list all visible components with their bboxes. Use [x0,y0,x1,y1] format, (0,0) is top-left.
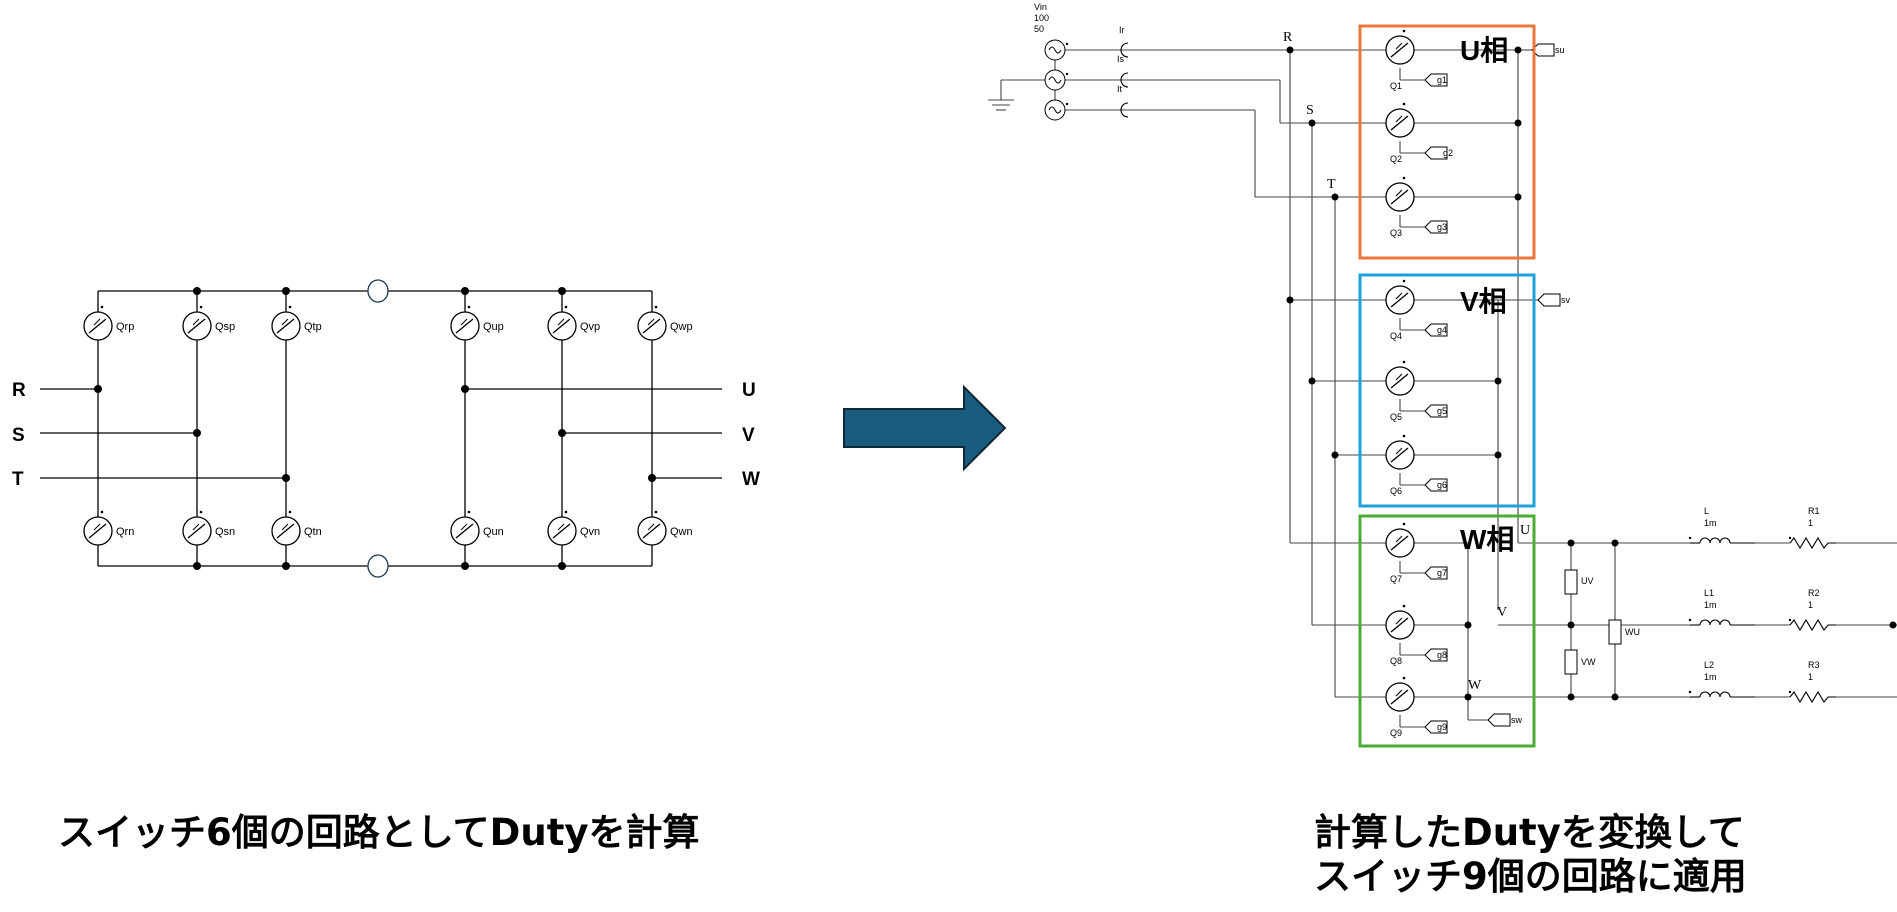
switch-label: Q2 [1390,154,1402,164]
switch-label: Q9 [1390,728,1402,738]
switch-label: Qsn [215,526,235,538]
inductor-value: 1m [1704,600,1717,610]
resistor-label: R3 [1808,660,1820,670]
ac-source-icon [1044,99,1066,121]
node-label-s: S [1306,103,1314,118]
switch-label: Q6 [1390,486,1402,496]
inductor-icons [1690,537,1755,698]
right-caption-line-1: 計算したDutyを変換して [1314,811,1745,854]
right-arrow-icon [843,384,1007,472]
switch-q3 [1385,176,1415,212]
input-label-t: T [12,469,24,490]
gate-tag-icons [1424,43,1561,734]
switch-label: Q4 [1390,331,1402,341]
switch-label: Qun [483,526,504,538]
switch-q9 [1385,676,1415,712]
gate-label: g5 [1437,406,1447,416]
switch-q5 [1385,360,1415,396]
resistor-value: 1 [1808,600,1813,610]
resistor-value: 1 [1808,672,1813,682]
resistor-icons [1789,536,1836,704]
switch-q8 [1385,604,1415,640]
switch-label: Qup [483,321,504,333]
switch-label: Qrn [116,526,134,538]
gate-label: g7 [1437,568,1447,578]
output-label-w: W [742,469,760,490]
gate-label: g9 [1437,722,1447,732]
switch-label: Q3 [1390,228,1402,238]
switch-q2 [1385,102,1415,138]
output-label-u: U [742,380,756,401]
six-switch-circuit [40,290,722,567]
node-label-w: W [1468,678,1482,693]
v-phase-label: V相 [1460,286,1507,317]
node-label-r: R [1283,30,1293,45]
input-label-s: S [12,425,25,446]
switch-label: Qwp [670,321,693,333]
node-label-u: U [1520,523,1530,538]
source-frequency: 50 [1034,24,1044,34]
u-phase-box [1358,24,1536,260]
gate-label: g1 [1437,75,1447,85]
inductor-value: 1m [1704,518,1717,528]
source-label: Vin [1034,2,1047,12]
probe-label-uv: UV [1581,576,1594,586]
ground-icon [988,99,1014,111]
gate-label: g3 [1437,222,1447,232]
resistor-value: 1 [1808,518,1813,528]
gate-label: g4 [1437,325,1447,335]
probe-label-ir: Ir [1119,25,1125,35]
ac-source-icon [1044,69,1066,91]
switch-label: Qvn [580,526,600,538]
bottom-rail-probe [367,554,389,578]
source-amplitude: 100 [1034,13,1049,23]
gate-label: g8 [1437,650,1447,660]
resistor-label: R1 [1808,506,1820,516]
inductor-value: 1m [1704,672,1717,682]
sense-label-sv: sv [1561,295,1571,305]
switch-label: Qrp [116,321,134,333]
switch-q4 [1385,279,1415,315]
top-rail-probe [367,279,389,303]
switch-label: Qwn [670,526,693,538]
switch-label: Qvp [580,321,600,333]
switch-label: Q5 [1390,412,1402,422]
switch-label: Qtp [304,321,322,333]
gate-label: g6 [1437,480,1447,490]
probe-label-is: Is [1117,54,1125,64]
u-phase-label: U相 [1460,35,1508,66]
ac-source-icon [1044,39,1066,61]
probe-label-wu: WU [1625,627,1640,637]
inductor-label: L [1704,506,1709,516]
probe-label-vw: VW [1581,657,1596,667]
switch-q6 [1385,434,1415,470]
inductor-label: L1 [1704,588,1714,598]
w-phase-label: W相 [1460,524,1514,555]
inductor-label: L2 [1704,660,1714,670]
switch-label: Q1 [1390,81,1402,91]
switch-q1 [1385,29,1415,65]
switch-q7 [1385,522,1415,558]
output-label-v: V [742,425,755,446]
node-label-v: V [1497,605,1507,620]
sense-label-sw: sw [1511,715,1523,725]
current-probe-icons [1120,42,1129,118]
w-phase-box [1358,514,1536,748]
v-phase-box [1358,273,1536,508]
node-label-t: T [1327,177,1336,192]
left-caption: スイッチ6個の回路としてDutyを計算 [58,811,700,854]
switch-label: Qtn [304,526,322,538]
sense-label-su: su [1555,45,1565,55]
switch-label: Q7 [1390,574,1402,584]
voltage-probe-icons [1564,569,1622,675]
switch-label: Qsp [215,321,235,333]
probe-label-it: It [1117,84,1123,94]
input-label-r: R [12,380,26,401]
resistor-label: R2 [1808,588,1820,598]
gate-label: g2 [1443,148,1453,158]
switch-label: Q8 [1390,656,1402,666]
right-caption-line-2: スイッチ9個の回路に適用 [1314,855,1747,898]
